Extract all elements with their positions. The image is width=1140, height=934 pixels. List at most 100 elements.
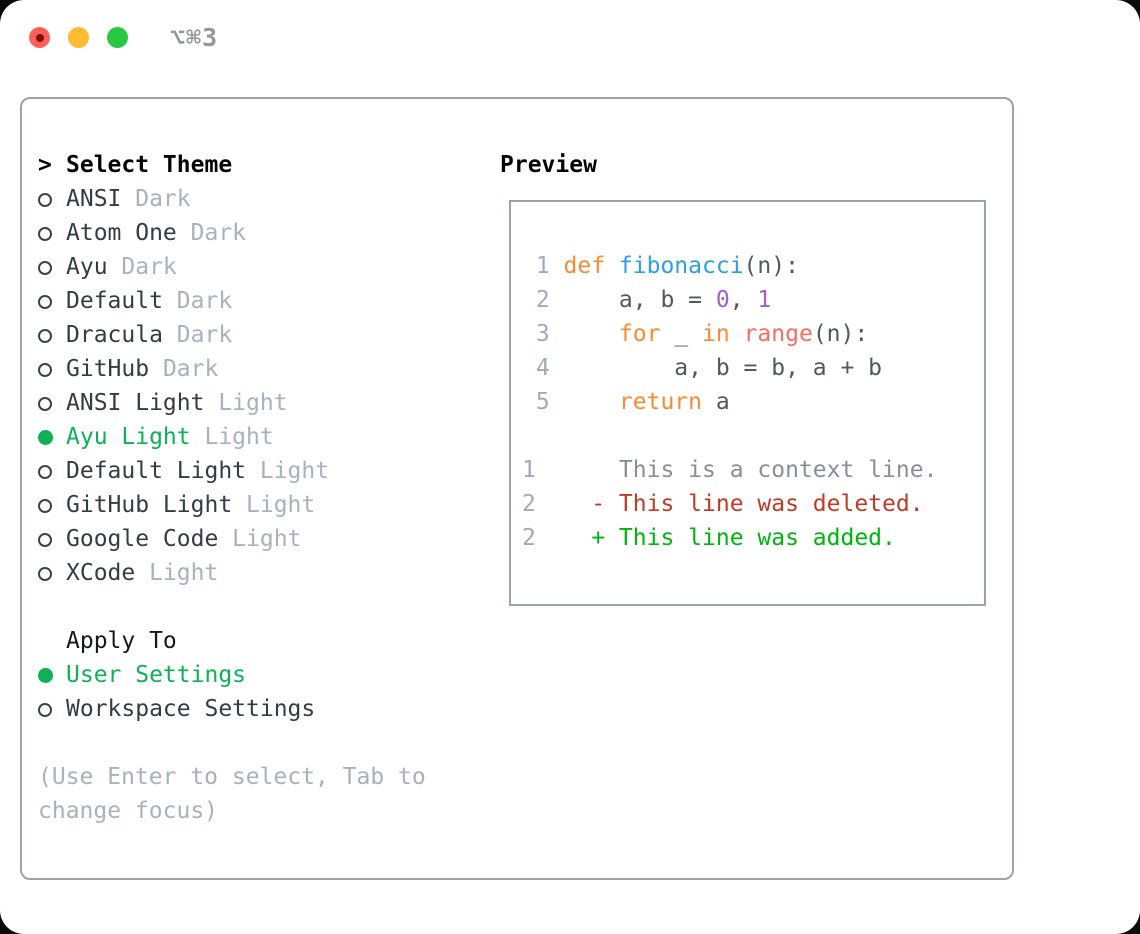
titlebar: ⌥⌘3 [0,0,1140,97]
diff-line-content: + This line was added. [563,525,896,551]
radio-icon [38,363,52,377]
theme-option-ayu-light[interactable]: Ayu Light Light [38,420,484,454]
select-theme-title: Select Theme [66,152,233,178]
apply-option-user-settings[interactable]: User Settings [38,658,484,692]
code-line-content: def fibonacci(n): [564,253,799,279]
theme-option-default[interactable]: Default Dark [38,284,484,318]
minimize-button[interactable] [68,27,89,48]
code-line-content: a, b = b, a + b [564,355,882,381]
theme-variant: Dark [176,288,233,314]
radio-icon [38,567,52,581]
preview-title: Preview [500,152,597,178]
code-line-content: for _ in range(n): [564,321,868,347]
radio-selected-icon [38,668,53,683]
code-token-function: fibonacci [618,253,744,279]
traffic-lights [29,27,128,48]
theme-name: ANSI [66,186,122,212]
apply-to-title: Apply To [66,628,177,654]
theme-name: Ayu [66,254,108,280]
spacer-row [522,419,984,453]
code-line: 5 return a [522,385,984,419]
unsaved-dot-icon [35,33,44,42]
close-button[interactable] [29,27,50,48]
theme-option-ansi[interactable]: ANSI Dark [38,182,484,216]
diff-line-added: 2 + This line was added. [522,521,984,555]
code-token-plain [564,321,619,347]
radio-icon [38,703,52,717]
line-number: 4 [535,355,550,381]
code-line: 3 for _ in range(n): [522,317,984,351]
theme-variant: Dark [190,220,247,246]
theme-name: XCode [66,560,136,586]
code-line: 2 a, b = 0, 1 [522,283,984,317]
radio-icon [38,227,52,241]
theme-variant: Light [218,390,288,416]
diff-line-content: This is a context line. [563,457,938,483]
apply-option-label: Workspace Settings [66,696,316,722]
code-token-plain: , [729,287,758,313]
code-token-keyword: for [618,321,661,347]
line-number: 1 [535,253,550,279]
theme-name: Default [66,288,163,314]
apply-option-workspace-settings[interactable]: Workspace Settings [38,692,484,726]
line-number: 2 [535,287,550,313]
theme-name: Default Light [66,458,247,484]
radio-icon [38,465,52,479]
code-token-number: 1 [757,287,772,313]
theme-name: Ayu Light [66,424,191,450]
code-token-plain: a, b = [563,287,716,313]
preview-header-row: Preview [484,148,986,182]
code-line: 4 a, b = b, a + b [522,351,984,385]
radio-selected-icon [38,430,53,445]
spacer-row [38,590,484,624]
help-text: (Use Enter to select, Tab to change focu… [38,764,426,824]
theme-option-ansi-light[interactable]: ANSI Light Light [38,386,484,420]
apply-option-label: User Settings [66,662,247,688]
diff-line-deleted: 2 - This line was deleted. [522,487,984,521]
radio-icon [38,533,52,547]
spacer-row [38,726,484,760]
line-number: 1 [522,457,536,483]
theme-variant: Dark [121,254,177,280]
apply-to-header-row: Apply To [38,624,484,658]
line-number: 2 [522,525,536,551]
zoom-button[interactable] [107,27,128,48]
radio-icon [38,295,52,309]
code-line: 1 def fibonacci(n): [522,249,984,283]
theme-variant: Light [232,526,302,552]
window-title: ⌥⌘3 [170,23,219,52]
theme-variant: Light [204,424,274,450]
diff-line-content: - This line was deleted. [563,491,924,517]
radio-icon [38,193,52,207]
code-token-plain: a [702,389,730,415]
line-number: 2 [522,491,536,517]
diff-line-context: 1 This is a context line. [522,453,984,487]
theme-option-atom-one[interactable]: Atom One Dark [38,216,484,250]
theme-variant: Light [259,458,330,484]
code-token-plain [564,389,619,415]
code-token-keyword: def [563,253,619,279]
theme-option-ayu[interactable]: Ayu Dark [38,250,484,284]
theme-variant: Light [246,492,316,518]
theme-name: ANSI Light [66,390,205,416]
diff-preview: 1 This is a context line.2 - This line w… [522,453,984,555]
code-line-content: return a [564,389,730,415]
theme-option-default-light[interactable]: Default Light Light [38,454,484,488]
theme-name: Atom One [66,220,177,246]
code-token-builtin: range [743,321,813,347]
radio-icon [38,261,52,275]
theme-variant: Dark [135,186,191,212]
